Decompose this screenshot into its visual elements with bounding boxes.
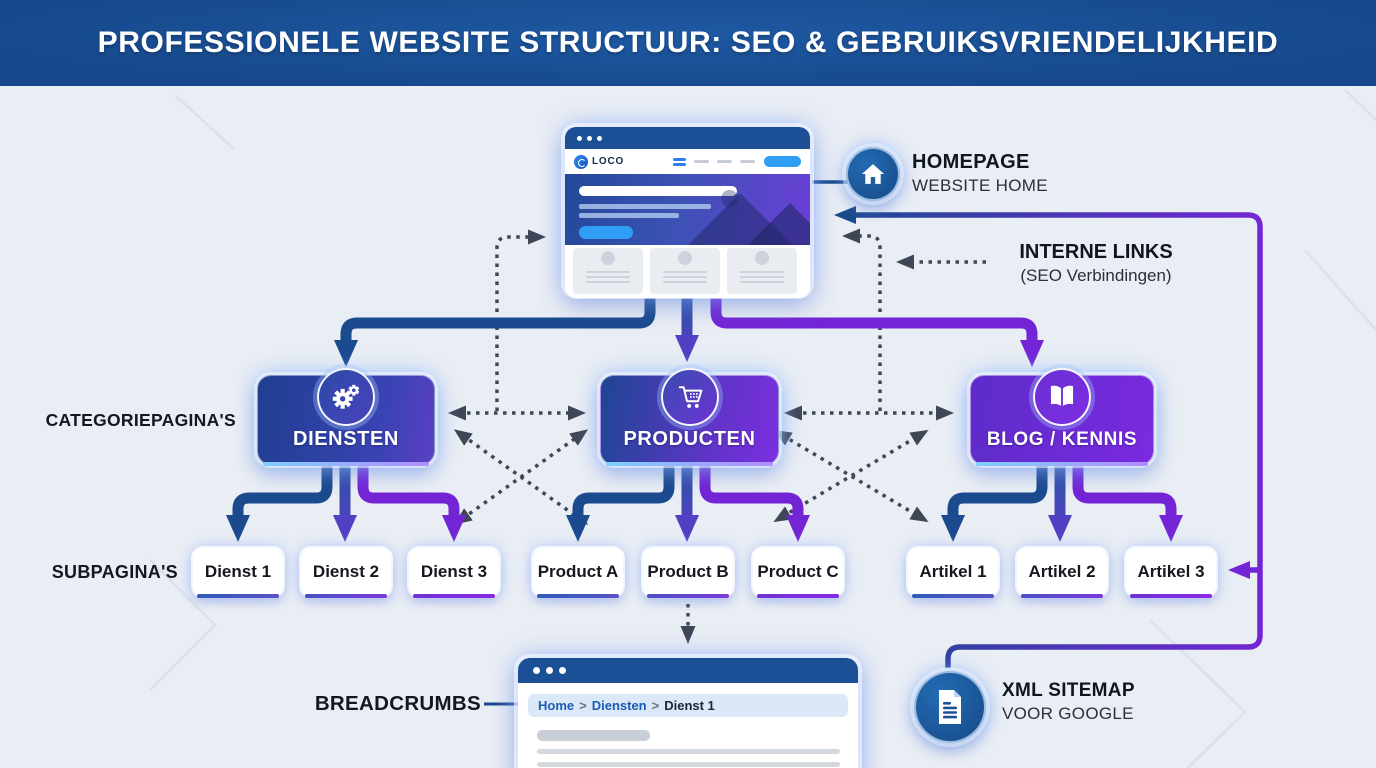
- arrow-home-to-diensten: [334, 293, 656, 367]
- interne-links-sublabel: (SEO Verbindingen): [1020, 266, 1172, 285]
- site-logo-text: LOCO: [592, 156, 625, 167]
- subpage-node: Product C: [753, 548, 843, 598]
- nav-cta-button: [764, 156, 801, 167]
- nav-item: [740, 160, 755, 163]
- subpage-node: Dienst 1: [193, 548, 283, 598]
- category-node-diensten: DIENSTEN: [257, 368, 435, 466]
- hero-section: [565, 174, 810, 245]
- breadcrumb-current: Dienst 1: [664, 698, 715, 713]
- hero-cta-button: [579, 226, 633, 239]
- window-dot: [587, 135, 592, 141]
- homepage-browser: LOCO: [565, 127, 810, 298]
- cart-icon: [660, 368, 719, 426]
- arrow-producten-pc: [699, 464, 810, 542]
- book-icon: [1033, 368, 1091, 426]
- subpage-node: Dienst 2: [301, 548, 391, 598]
- subpage-label: Product B: [647, 562, 729, 581]
- homepage-sublabel: WEBSITE HOME: [912, 176, 1048, 195]
- subpaginas-label: SUBPAGINA'S: [51, 562, 178, 582]
- header-banner: PROFESSIONELE WEBSITE STRUCTUUR: SEO & G…: [0, 0, 1376, 86]
- card-avatar: [601, 251, 615, 265]
- hero-decoration-circle: [721, 190, 738, 207]
- home-icon: [846, 147, 900, 201]
- breadcrumb-link-home: Home: [538, 698, 575, 713]
- hero-mountain: [742, 203, 810, 245]
- subpage-node: Artikel 3: [1126, 548, 1216, 598]
- node-edge-glow: [263, 462, 429, 466]
- breadcrumb-separator: >: [579, 698, 587, 713]
- subpage-label: Product A: [537, 562, 619, 581]
- homepage-label: HOMEPAGE: [912, 151, 1030, 173]
- gears-icon: [317, 368, 375, 426]
- window-dot: [577, 135, 582, 141]
- page-title-placeholder: [537, 730, 650, 741]
- sitemap-title: XML SITEMAP: [1002, 680, 1135, 701]
- subpage-node: Artikel 2: [1017, 548, 1107, 598]
- subpage-label: Dienst 2: [312, 562, 380, 581]
- category-label: DIENSTEN: [293, 428, 399, 450]
- card-avatar: [678, 251, 692, 265]
- subpage-node: Dienst 3: [409, 548, 499, 598]
- subpage-label: Artikel 2: [1028, 562, 1096, 581]
- subpage-label: Dienst 1: [204, 562, 272, 581]
- category-node-producten: PRODUCTEN: [600, 368, 779, 466]
- arrow-diensten-d3: [357, 464, 466, 542]
- dashed-categories-to-homepage-right: [842, 228, 882, 411]
- arrow-producten-pa: [566, 464, 675, 542]
- text-line-placeholder: [537, 749, 840, 754]
- categoriepaginas-label: CATEGORIEPAGINA'S: [45, 410, 236, 430]
- category-node-blog: BLOG / KENNIS: [970, 368, 1154, 466]
- subpage-label: Artikel 3: [1137, 562, 1205, 581]
- window-dot: [546, 667, 553, 674]
- subpage-label: Dienst 3: [420, 562, 488, 581]
- document-icon: [914, 671, 986, 743]
- window-dot: [533, 667, 540, 674]
- sitemap-to-homepage-line: [834, 206, 1263, 668]
- dashed-categories-to-homepage-left: [495, 229, 546, 411]
- dashed-cross-left-b: [453, 429, 589, 525]
- breadcrumb-link-diensten: Diensten: [591, 698, 647, 713]
- nav-item: [694, 160, 709, 163]
- diagram-title: PROFESSIONELE WEBSITE STRUCTUUR: SEO & G…: [97, 26, 1279, 59]
- content-card: [573, 248, 643, 294]
- sitemap-subtitle: VOOR GOOGLE: [1002, 704, 1134, 723]
- nav-item: [717, 160, 732, 163]
- category-label: BLOG / KENNIS: [986, 429, 1138, 450]
- subpage-node: Artikel 1: [908, 548, 998, 598]
- site-navbar: LOCO: [565, 149, 810, 174]
- site-logo-icon: [574, 154, 588, 169]
- node-edge-glow: [976, 462, 1148, 466]
- hero-text-line: [579, 213, 679, 218]
- browser-titlebar: [518, 658, 858, 683]
- hero-text-line: [579, 204, 711, 209]
- browser-titlebar: [565, 127, 810, 149]
- nav-item-active: [673, 158, 686, 161]
- window-dot: [597, 135, 602, 141]
- arrow-blog-a1: [941, 464, 1048, 542]
- breadcrumb-bar: Home > Diensten > Dienst 1: [528, 694, 848, 717]
- content-cards: [565, 245, 810, 298]
- category-label: PRODUCTEN: [623, 428, 756, 450]
- card-avatar: [755, 251, 769, 265]
- subpage-label: Product C: [757, 562, 839, 581]
- text-line-placeholder: [537, 762, 840, 767]
- subpage-label: Artikel 1: [919, 562, 987, 581]
- node-edge-glow: [606, 462, 773, 466]
- window-dot: [559, 667, 566, 674]
- arrow-blog-a3: [1072, 464, 1183, 542]
- breadcrumb-separator: >: [651, 698, 660, 713]
- hero-headline-placeholder: [579, 186, 737, 196]
- interne-links-label: INTERNE LINKS: [1019, 241, 1173, 263]
- arrow-home-to-blog: [710, 293, 1044, 367]
- content-card: [727, 248, 797, 294]
- breadcrumb-browser: Home > Diensten > Dienst 1: [518, 658, 858, 768]
- arrow-diensten-d1: [226, 464, 333, 542]
- subpage-node: Product B: [643, 548, 733, 598]
- breadcrumbs-label: BREADCRUMBS: [314, 692, 481, 715]
- subpage-node: Product A: [533, 548, 623, 598]
- content-card: [650, 248, 720, 294]
